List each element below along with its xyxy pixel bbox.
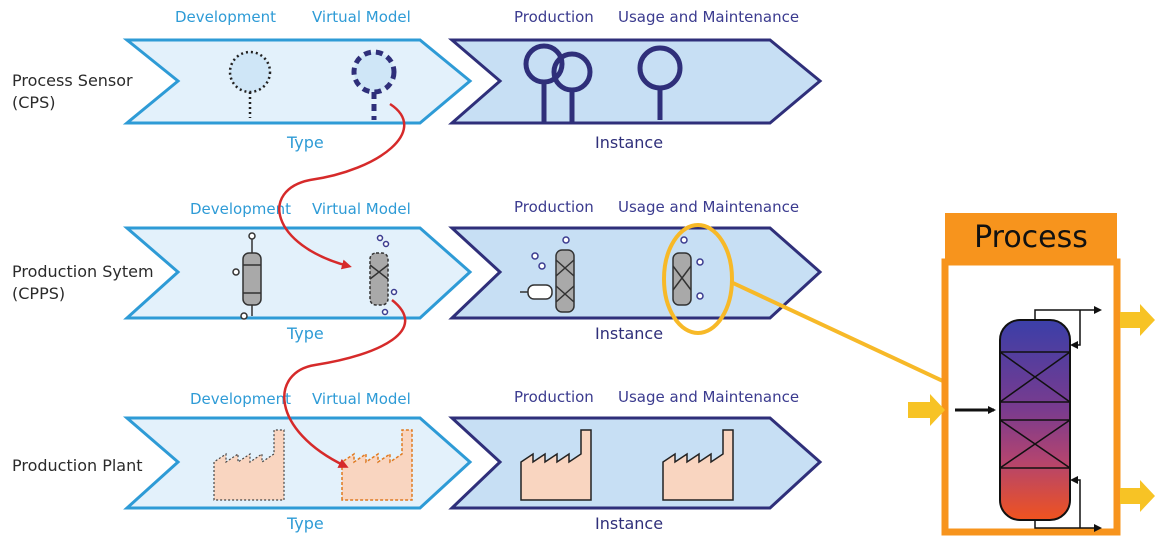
output-arrow-icon-bottom <box>1120 480 1155 512</box>
input-arrow-icon <box>908 394 945 426</box>
instance-band-1 <box>447 38 823 125</box>
type-label-3: Type <box>287 514 324 533</box>
phase-production-3: Production <box>514 388 594 406</box>
instance-label-3: Instance <box>595 514 664 533</box>
flow-arrow-1 <box>278 102 406 270</box>
sensor-dotted-icon <box>228 50 272 118</box>
highlight-ellipse <box>662 223 734 335</box>
instance-label-1: Instance <box>595 133 664 152</box>
factory-icon <box>341 429 413 501</box>
output-arrow-icon-top <box>1120 304 1155 336</box>
row-label-cpps-line2: (CPPS) <box>12 284 66 303</box>
phase-production-1: Production <box>514 8 594 26</box>
process-title: Process <box>945 213 1117 263</box>
column-icon <box>672 236 704 306</box>
instance-label-2: Instance <box>595 324 664 343</box>
phase-usage-2: Usage and Maintenance <box>618 198 800 216</box>
phase-virtual-1: Virtual Model <box>312 8 411 26</box>
column-icon <box>232 232 262 320</box>
phase-usage-3: Usage and Maintenance <box>618 388 800 406</box>
row-label-cpps: Production Sytem (CPPS) <box>12 261 154 305</box>
process-column-icon <box>955 306 1102 532</box>
type-label-2: Type <box>287 324 324 343</box>
factory-icon <box>520 429 592 501</box>
phase-usage-1: Usage and Maintenance <box>618 8 800 26</box>
column-icon <box>520 236 575 313</box>
phase-development-2: Development <box>190 200 291 218</box>
row-label-cps-line1: Process Sensor <box>12 71 133 90</box>
sensor-instance-icon <box>523 43 683 124</box>
phase-virtual-2: Virtual Model <box>312 200 411 218</box>
phase-production-2: Production <box>514 198 594 216</box>
row-label-plant: Production Plant <box>12 455 143 477</box>
column-icon <box>369 234 398 316</box>
factory-icon <box>662 429 734 501</box>
row-label-cpps-line1: Production Sytem <box>12 262 154 281</box>
highlight-connector <box>732 281 946 384</box>
flow-arrow-2 <box>283 299 407 468</box>
row-label-plant-line1: Production Plant <box>12 456 143 475</box>
factory-icon <box>213 429 285 501</box>
row-label-cps: Process Sensor (CPS) <box>12 70 133 114</box>
type-label-1: Type <box>287 133 324 152</box>
phase-development-3: Development <box>190 390 291 408</box>
sensor-dashed-icon <box>351 49 397 120</box>
type-band-1 <box>122 38 473 125</box>
row-label-cps-line2: (CPS) <box>12 93 56 112</box>
instance-band-3 <box>448 416 823 510</box>
instance-band-2 <box>448 226 823 320</box>
phase-development-1: Development <box>175 8 276 26</box>
phase-virtual-3: Virtual Model <box>312 390 411 408</box>
